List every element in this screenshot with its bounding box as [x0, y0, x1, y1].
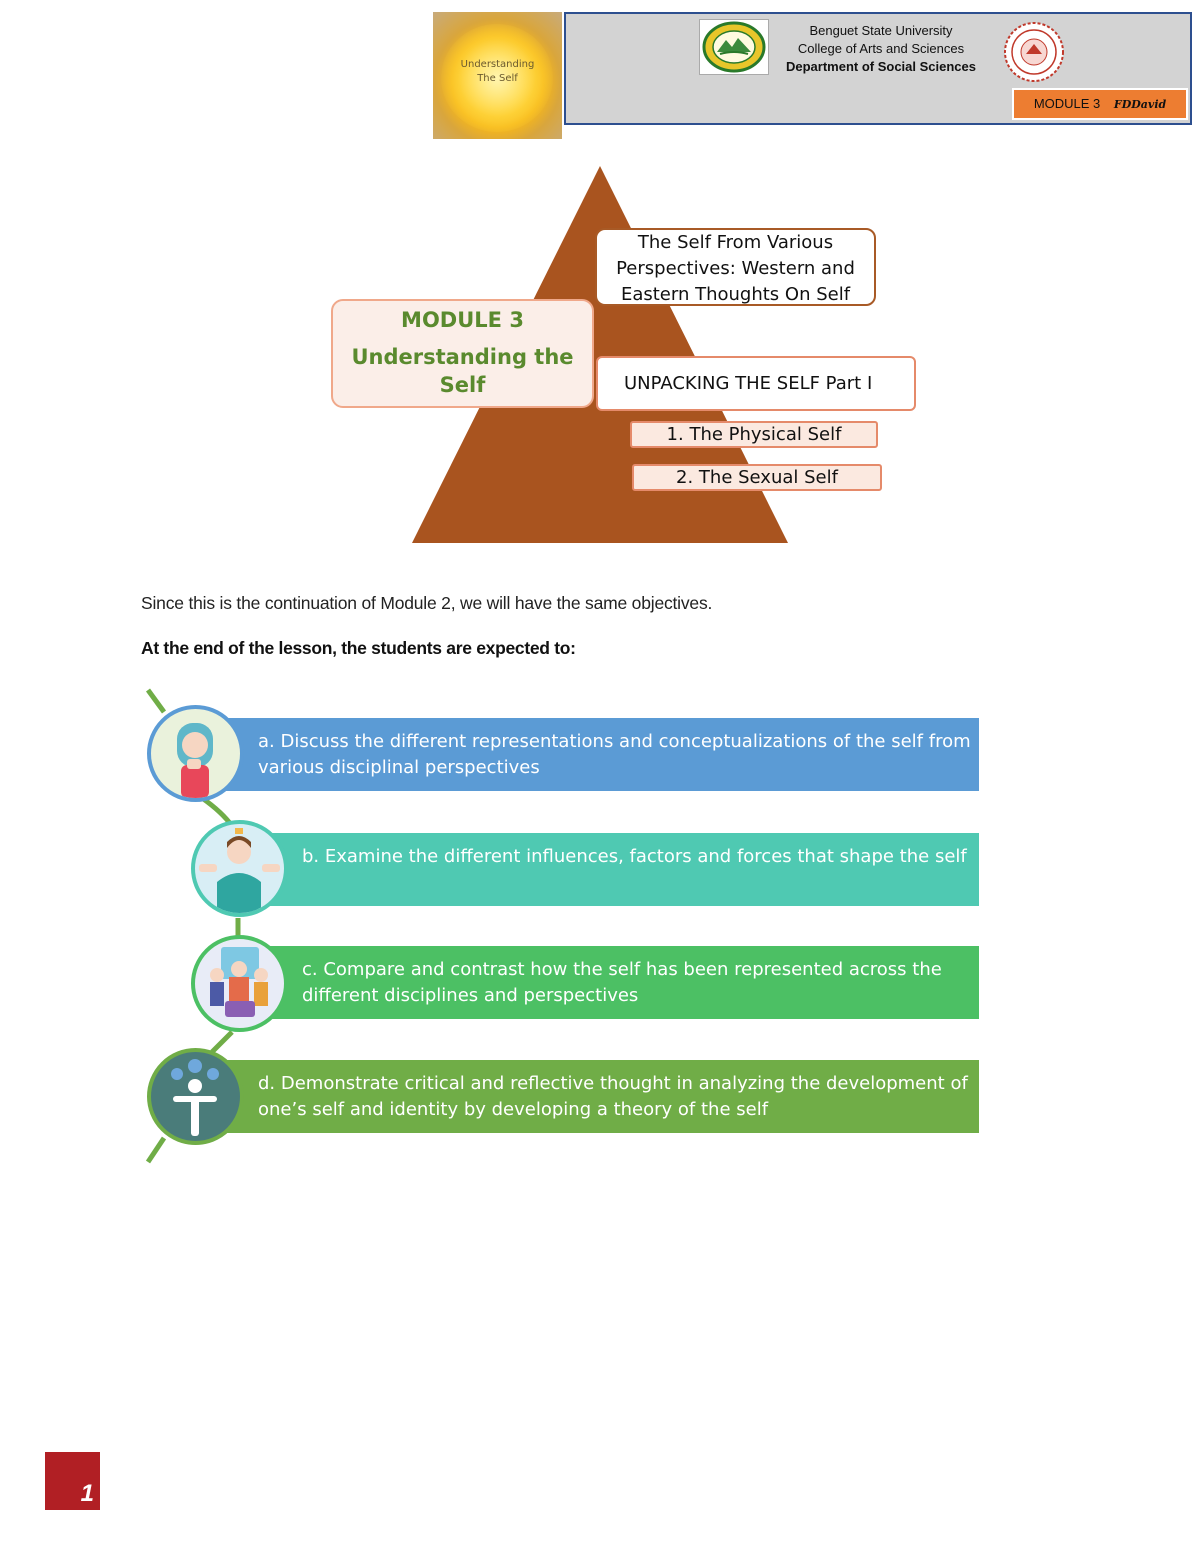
- page-number-rule: [45, 1510, 100, 1512]
- page-number-badge: 1: [45, 1452, 100, 1512]
- physical-self-item: 1. The Physical Self: [630, 421, 878, 448]
- man-with-hands-icon: [191, 820, 288, 917]
- module-title: Understanding the Self: [351, 345, 574, 397]
- cover-glow: [441, 24, 553, 132]
- thinking-girl-icon: [147, 705, 244, 802]
- module-author: FDDavid: [1113, 98, 1167, 111]
- university-block: Benguet State University College of Arts…: [776, 22, 986, 76]
- department-name: Department of Social Sciences: [785, 59, 976, 74]
- bsu-seal-icon: [699, 19, 769, 75]
- perspectives-callout: The Self From Various Perspectives: West…: [595, 228, 876, 306]
- cover-title: Understanding The Self: [460, 59, 535, 84]
- objective-c: c. Compare and contrast how the self has…: [262, 946, 979, 1019]
- group-people-icon: [191, 935, 288, 1032]
- module-number: MODULE 3: [401, 308, 524, 332]
- page-number: 1: [80, 1480, 94, 1507]
- pyramid-shape: [412, 166, 788, 543]
- objective-a: a. Discuss the different representations…: [220, 718, 979, 791]
- unpacking-callout: UNPACKING THE SELF Part I: [596, 356, 916, 411]
- sexual-self-item: 2. The Sexual Self: [632, 464, 882, 491]
- module-tag-label: MODULE 3: [1033, 96, 1101, 111]
- person-hearts-icon: [147, 1048, 244, 1145]
- objective-b: b. Examine the different influences, fac…: [262, 833, 979, 906]
- objectives-lead: At the end of the lesson, the students a…: [141, 638, 576, 658]
- objective-d: d. Demonstrate critical and reflective t…: [220, 1060, 979, 1133]
- module-tag: MODULE 3 FDDavid: [1012, 88, 1188, 120]
- intro-text: Since this is the continuation of Module…: [141, 593, 713, 613]
- cover-image: Understanding The Self: [433, 12, 562, 139]
- department-seal-icon: [1002, 20, 1066, 84]
- college-name: College of Arts and Sciences: [797, 41, 965, 56]
- header-box: Benguet State University College of Arts…: [564, 12, 1192, 125]
- university-name: Benguet State University: [809, 23, 953, 38]
- module-callout: MODULE 3 Understanding the Self: [331, 299, 594, 408]
